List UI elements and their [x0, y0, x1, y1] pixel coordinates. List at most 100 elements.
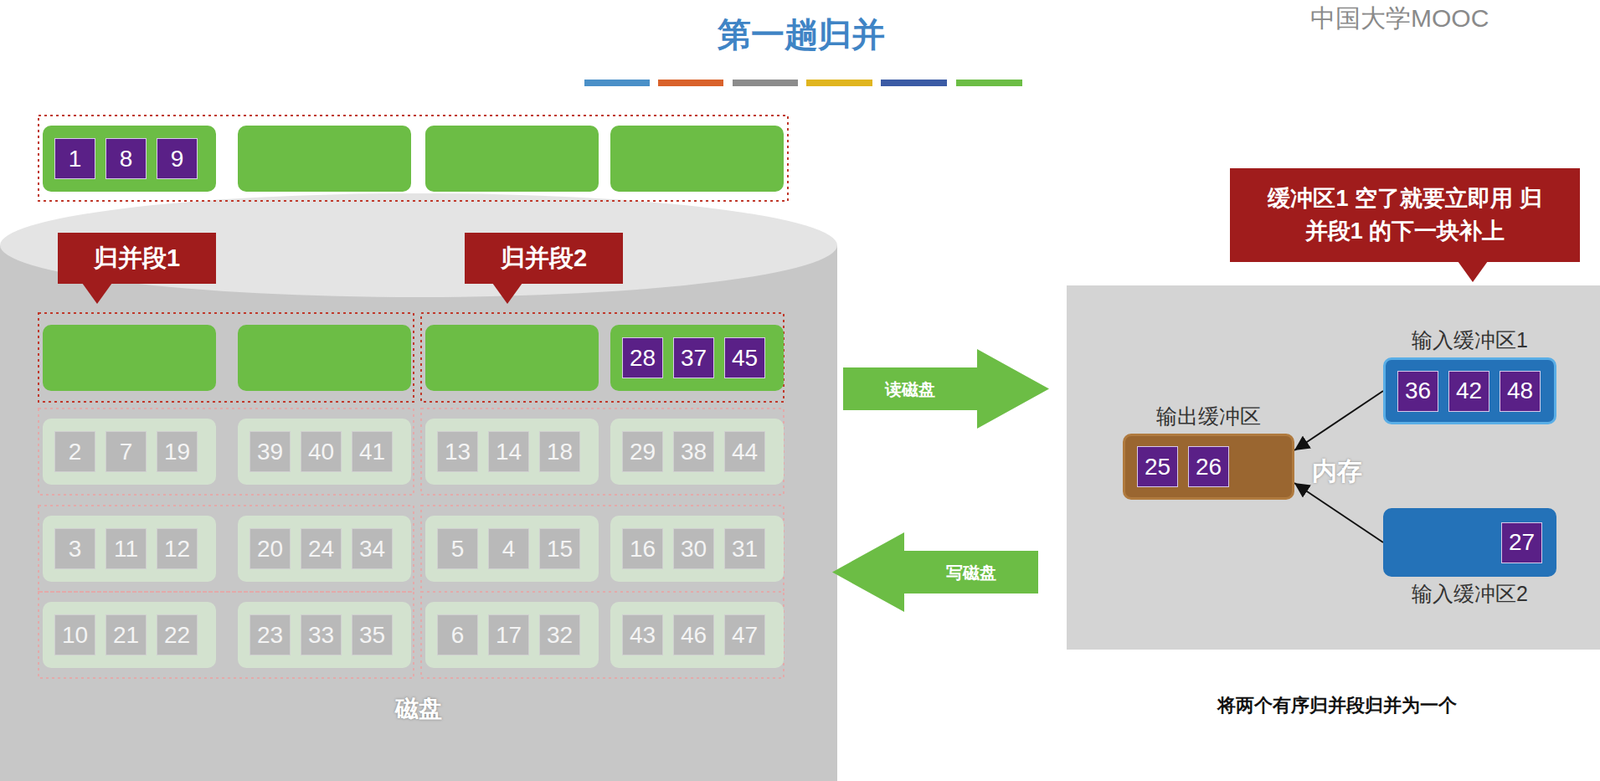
- arrow-label: 写磁盘: [904, 561, 1039, 585]
- callout-pointer: [1229, 262, 1239, 271]
- record-key: 22: [156, 614, 198, 656]
- record-key: 34: [351, 528, 393, 570]
- color-bar: [806, 79, 873, 87]
- record-key: 48: [1499, 370, 1541, 412]
- record-key: 35: [351, 614, 393, 656]
- buffer-heading: 输入缓冲区2: [1385, 580, 1554, 608]
- record-key: 23: [249, 614, 291, 656]
- record-key: 33: [300, 614, 342, 656]
- callout-pointer: [464, 283, 474, 293]
- record-key: 36: [1397, 370, 1439, 412]
- disk-block: 61732: [425, 601, 599, 669]
- callout-text: 归并段2: [500, 240, 587, 276]
- arrow-label: 读磁盘: [843, 378, 978, 402]
- buffer-box: 输入缓冲区227: [1383, 508, 1557, 577]
- disk-block: 202434: [237, 515, 412, 582]
- record-key: 41: [351, 431, 393, 473]
- big-arrow: 写磁盘: [832, 532, 1039, 613]
- record-key: 19: [156, 431, 198, 473]
- disk-block: 102122: [42, 601, 217, 669]
- record-key: 1: [54, 138, 96, 180]
- empty-block: [610, 125, 784, 192]
- color-bar: [956, 79, 1023, 87]
- buffer-box: 输入缓冲区1364248: [1383, 357, 1557, 425]
- disk-block: 131418: [425, 418, 599, 485]
- panel-label: 内存: [1311, 454, 1363, 489]
- record-key: 46: [673, 614, 715, 656]
- big-arrow-path: [843, 349, 1050, 429]
- record-key: 8: [105, 138, 147, 180]
- buffer-heading: 输出缓冲区: [1125, 402, 1292, 431]
- record-key: 4: [488, 528, 530, 570]
- record-key: 6: [437, 614, 479, 656]
- disk-block: 293844: [610, 418, 784, 485]
- disk-block: 394041: [237, 418, 412, 485]
- memory-panel: 内存输入缓冲区1364248输出缓冲区2526输入缓冲区227: [1066, 285, 1600, 650]
- callout-pointer-shape: [492, 282, 523, 304]
- disk-block: 5415: [425, 515, 599, 582]
- memory-panel-ground: [1066, 285, 1600, 650]
- color-bar: [658, 79, 724, 87]
- big-arrow-shape: [843, 349, 1050, 429]
- dotted-group-outline: [38, 505, 414, 592]
- callout-text: 归并段1: [93, 240, 181, 276]
- big-arrow-shape: [832, 532, 1039, 613]
- dotted-group-outline: [38, 313, 414, 402]
- record-key: 11: [105, 528, 147, 570]
- connector-arrow: [1294, 483, 1384, 543]
- disk-top: [0, 193, 838, 298]
- record-key: 5: [437, 528, 479, 570]
- record-key: 18: [539, 431, 581, 473]
- disk-block: 189: [42, 125, 217, 192]
- record-key: 44: [724, 431, 766, 473]
- callout-pointer: [57, 283, 67, 293]
- record-key: 7: [105, 431, 147, 473]
- dotted-group-outline: [38, 115, 788, 201]
- record-key: 37: [673, 337, 715, 379]
- record-key: 29: [622, 431, 664, 473]
- dotted-group-outline: [421, 505, 784, 592]
- record-key: 9: [156, 138, 198, 180]
- color-bar: [584, 79, 650, 87]
- dotted-group-outline: [421, 313, 784, 402]
- record-key: 38: [673, 431, 715, 473]
- record-key: 16: [622, 528, 664, 570]
- record-key: 40: [300, 431, 342, 473]
- callout-box: 归并段2: [464, 232, 623, 284]
- disk-block: 283745: [610, 324, 784, 391]
- dotted-group-outline: [38, 591, 414, 679]
- disk-label: 磁盘: [395, 693, 443, 726]
- callout-box: 归并段1: [57, 232, 217, 284]
- record-key: 12: [156, 528, 198, 570]
- record-key: 30: [673, 528, 715, 570]
- empty-block: [425, 125, 599, 192]
- record-key: 14: [488, 431, 530, 473]
- record-key: 45: [724, 337, 766, 379]
- empty-block: [425, 324, 599, 391]
- buffer-box: 输出缓冲区2526: [1122, 433, 1295, 500]
- record-key: 21: [105, 614, 147, 656]
- color-bar: [732, 79, 798, 87]
- record-key: 32: [539, 614, 581, 656]
- disk-block: 434647: [610, 601, 784, 669]
- disk-cylinder: 磁盘189归并段1归并段2283745271939404113141829384…: [0, 0, 838, 781]
- big-arrow: 读磁盘: [843, 349, 1050, 429]
- caption: 将两个有序归并段归并为一个: [1169, 693, 1505, 719]
- record-key: 25: [1136, 446, 1179, 488]
- record-key: 20: [249, 528, 291, 570]
- disk-block: 31112: [42, 515, 217, 582]
- record-key: 2: [54, 431, 96, 473]
- big-arrow-path: [832, 532, 1039, 613]
- record-key: 10: [54, 614, 96, 656]
- disk-block: 2719: [42, 418, 217, 485]
- record-key: 27: [1501, 522, 1543, 564]
- callout-box: 缓冲区1 空了就要立即用 归并段1 的下一块补上: [1229, 168, 1580, 263]
- disk-block: 163031: [610, 515, 784, 582]
- dotted-group-outline: [38, 408, 414, 495]
- dotted-group-outline: [421, 591, 784, 679]
- disk-body: [0, 245, 838, 781]
- connector-arrow: [1294, 390, 1384, 451]
- callout-text: 缓冲区1 空了就要立即用 归并段1 的下一块补上: [1266, 182, 1544, 248]
- record-key: 24: [300, 528, 342, 570]
